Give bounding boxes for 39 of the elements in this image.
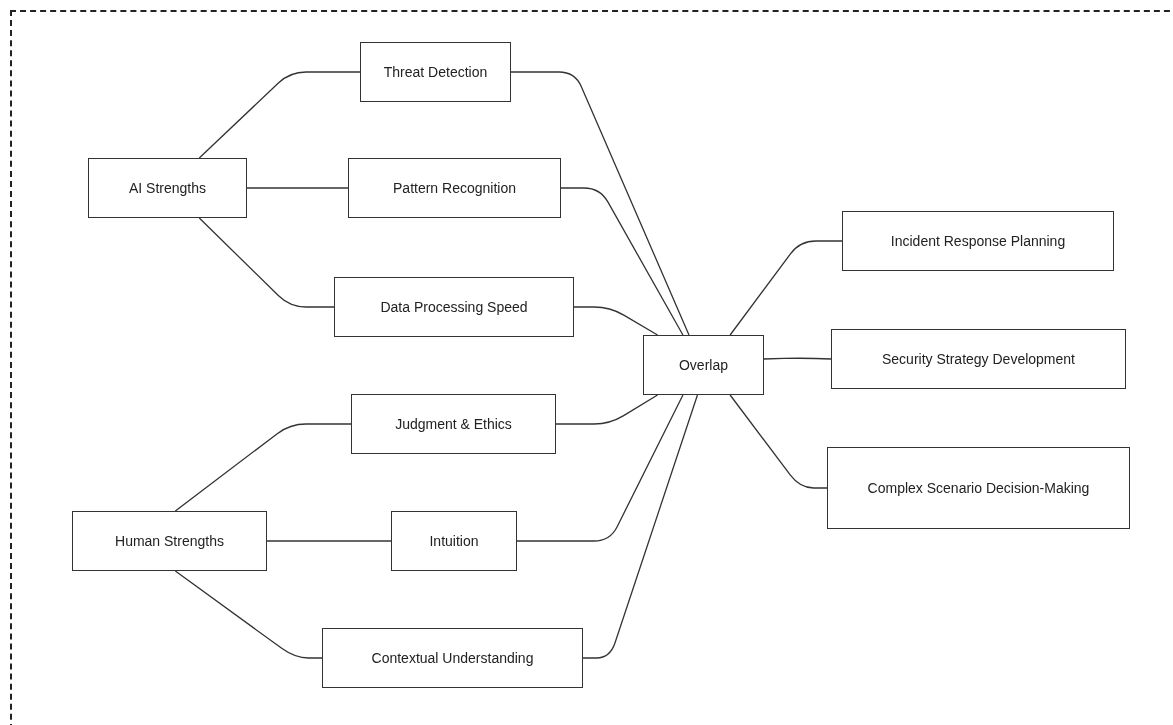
- connector-line: [510, 71, 690, 336]
- connector-line: [198, 217, 335, 308]
- connector-line: [555, 394, 659, 425]
- box-label: Threat Detection: [383, 63, 488, 82]
- process-box: [842, 211, 1114, 271]
- connector-line: [266, 540, 392, 542]
- process-box: [351, 394, 556, 454]
- connector-line: [763, 357, 832, 360]
- process-box: [334, 277, 574, 337]
- connector-line: [174, 570, 323, 659]
- process-box: [831, 329, 1126, 389]
- process-box: [322, 628, 583, 688]
- box-label: Incident Response Planning: [890, 232, 1066, 251]
- process-box: [88, 158, 247, 218]
- process-box: [348, 158, 561, 218]
- process-box: [643, 335, 764, 395]
- connector-line: [560, 187, 684, 336]
- process-box: [360, 42, 511, 102]
- connector-line: [729, 394, 828, 489]
- box-label: Pattern Recognition: [393, 179, 516, 198]
- box-label: Intuition: [429, 532, 479, 551]
- box-label: AI Strengths: [128, 179, 206, 198]
- connector-line: [174, 423, 352, 512]
- process-box: [72, 511, 267, 571]
- connector-line: [246, 187, 349, 189]
- connector-line: [198, 71, 361, 159]
- box-label: Contextual Understanding: [371, 649, 534, 668]
- box-label: Data Processing Speed: [380, 298, 528, 317]
- box-label: Overlap: [679, 356, 728, 375]
- box-label: Complex Scenario Decision-Making: [867, 479, 1090, 498]
- connector-line: [729, 240, 843, 336]
- connector-line: [573, 306, 659, 336]
- connector-line: [582, 394, 699, 659]
- box-label: Human Strengths: [115, 532, 224, 551]
- box-label: Security Strategy Development: [882, 350, 1075, 369]
- connector-line: [516, 394, 684, 542]
- process-box: [391, 511, 517, 571]
- box-label: Judgment & Ethics: [395, 415, 512, 434]
- process-box: [827, 447, 1130, 529]
